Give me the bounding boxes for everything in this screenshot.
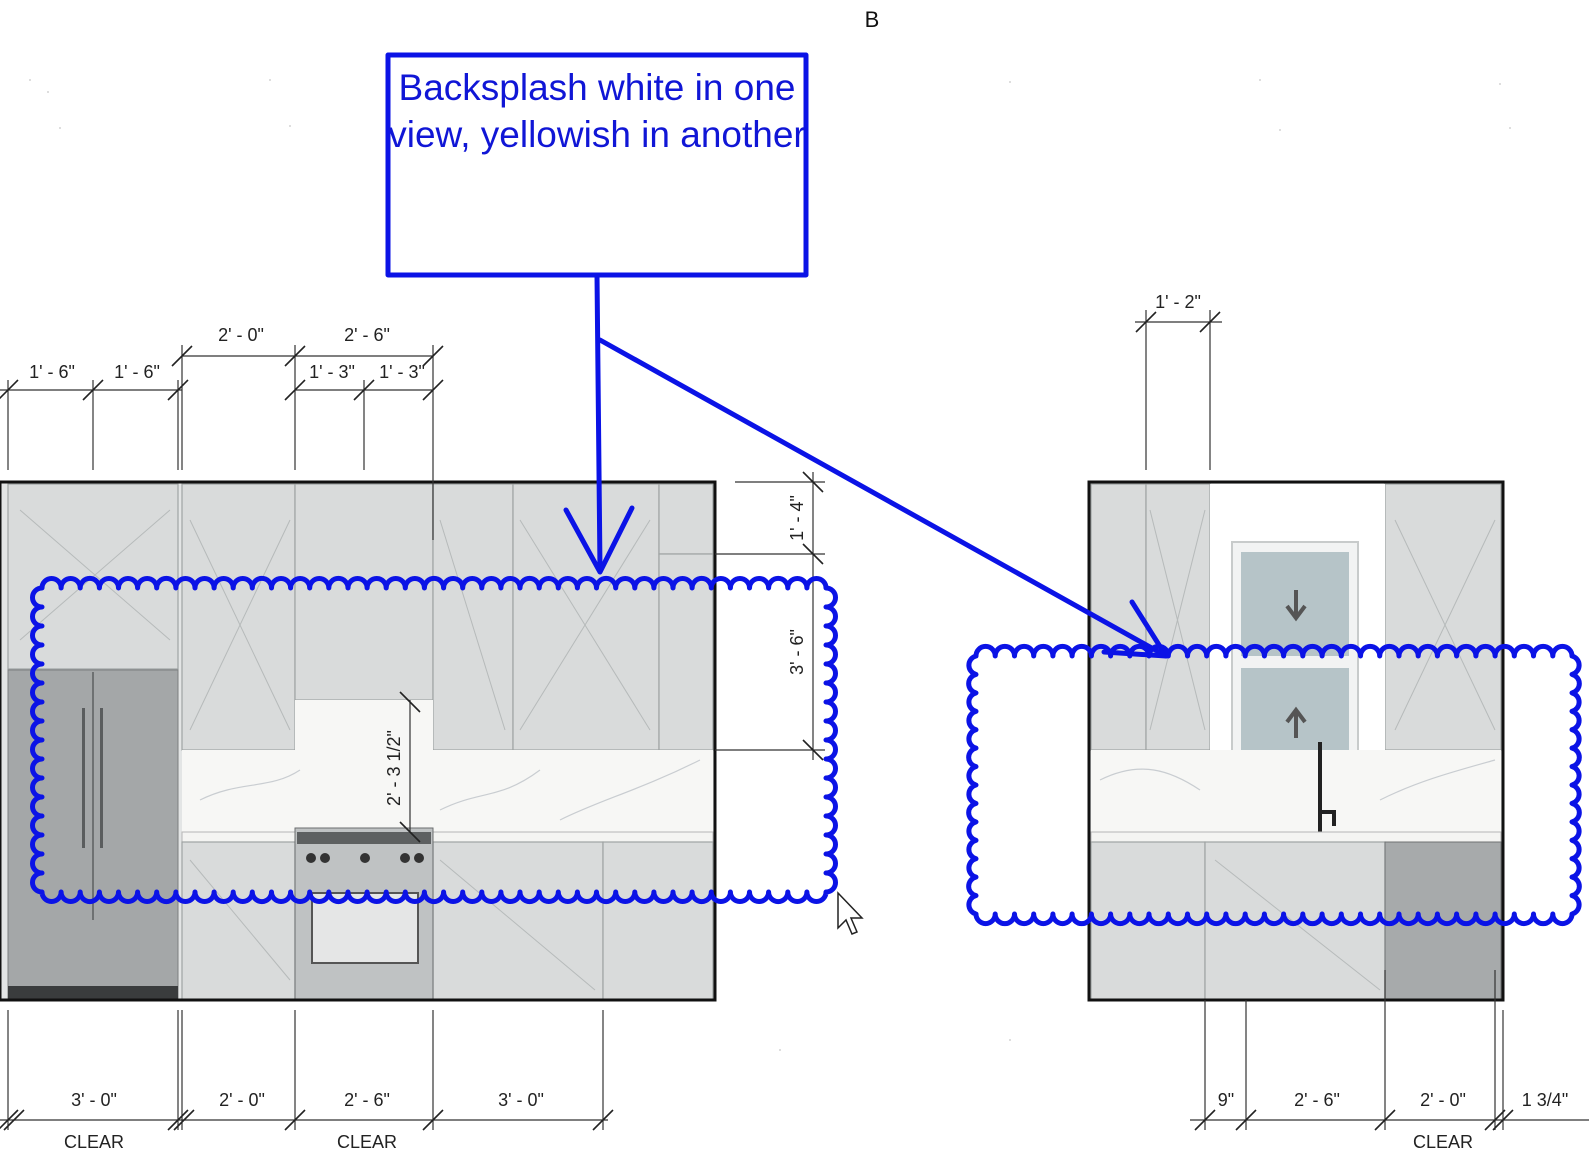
- dim-label: 3' - 0": [498, 1090, 544, 1110]
- dim-label: 9": [1218, 1090, 1234, 1110]
- dim-label: 1' - 6": [114, 362, 160, 382]
- revision-cloud-right[interactable]: [966, 643, 1582, 927]
- arrowhead-left: [563, 505, 635, 575]
- right-elevation: [1087, 480, 1505, 1002]
- dim-label: 1' - 4": [787, 495, 807, 541]
- left-elevation: [0, 480, 717, 1002]
- dim-label: 2' - 0": [218, 325, 264, 345]
- dim-label: 2' - 6": [1294, 1090, 1340, 1110]
- dim-label: 1' - 2": [1155, 292, 1201, 312]
- markup-annotation[interactable]: Backsplash white in one view, yellowish …: [30, 52, 1582, 927]
- background-texture: [29, 79, 1511, 1051]
- clear-label: CLEAR: [1413, 1132, 1473, 1152]
- dim-label: 1 3/4": [1522, 1090, 1568, 1110]
- dim-label: 2' - 0": [219, 1090, 265, 1110]
- left-bottom-dimensions: 3' - 0" 2' - 0" 2' - 6" 3' - 0" CLEAR CL…: [0, 1010, 614, 1152]
- dim-label: 2' - 6": [344, 325, 390, 345]
- left-top-dimensions: 2' - 0" 2' - 6" 1' - 6" 1' - 6" 1' - 3" …: [0, 325, 444, 540]
- leader-arrow-right[interactable]: [597, 337, 1169, 659]
- clear-label: CLEAR: [337, 1132, 397, 1152]
- right-bottom-dimensions: 9" 2' - 6" 2' - 0" 1 3/4" CLEAR: [1190, 970, 1589, 1152]
- view-label: B: [865, 7, 880, 32]
- dim-label: 1' - 3": [309, 362, 355, 382]
- dim-label: 2' - 3 1/2": [384, 730, 404, 806]
- mouse-cursor-icon: [837, 891, 864, 935]
- leader-arrow-left[interactable]: [594, 272, 603, 573]
- dim-label: 1' - 3": [379, 362, 425, 382]
- callout-text-line-2: view, yellowish in another: [388, 114, 806, 155]
- dim-label: 3' - 6": [787, 629, 807, 675]
- revision-cloud-left[interactable]: [30, 575, 838, 905]
- right-top-dimension: 1' - 2": [1135, 292, 1222, 470]
- callout-text-line-1: Backsplash white in one: [399, 67, 796, 108]
- left-side-dimensions: 1' - 4" 3' - 6" 2' - 3 1/2": [384, 471, 825, 843]
- clear-label: CLEAR: [64, 1132, 124, 1152]
- dim-label: 2' - 0": [1420, 1090, 1466, 1110]
- dim-label: 2' - 6": [344, 1090, 390, 1110]
- dim-label: 1' - 6": [29, 362, 75, 382]
- dim-label: 3' - 0": [71, 1090, 117, 1110]
